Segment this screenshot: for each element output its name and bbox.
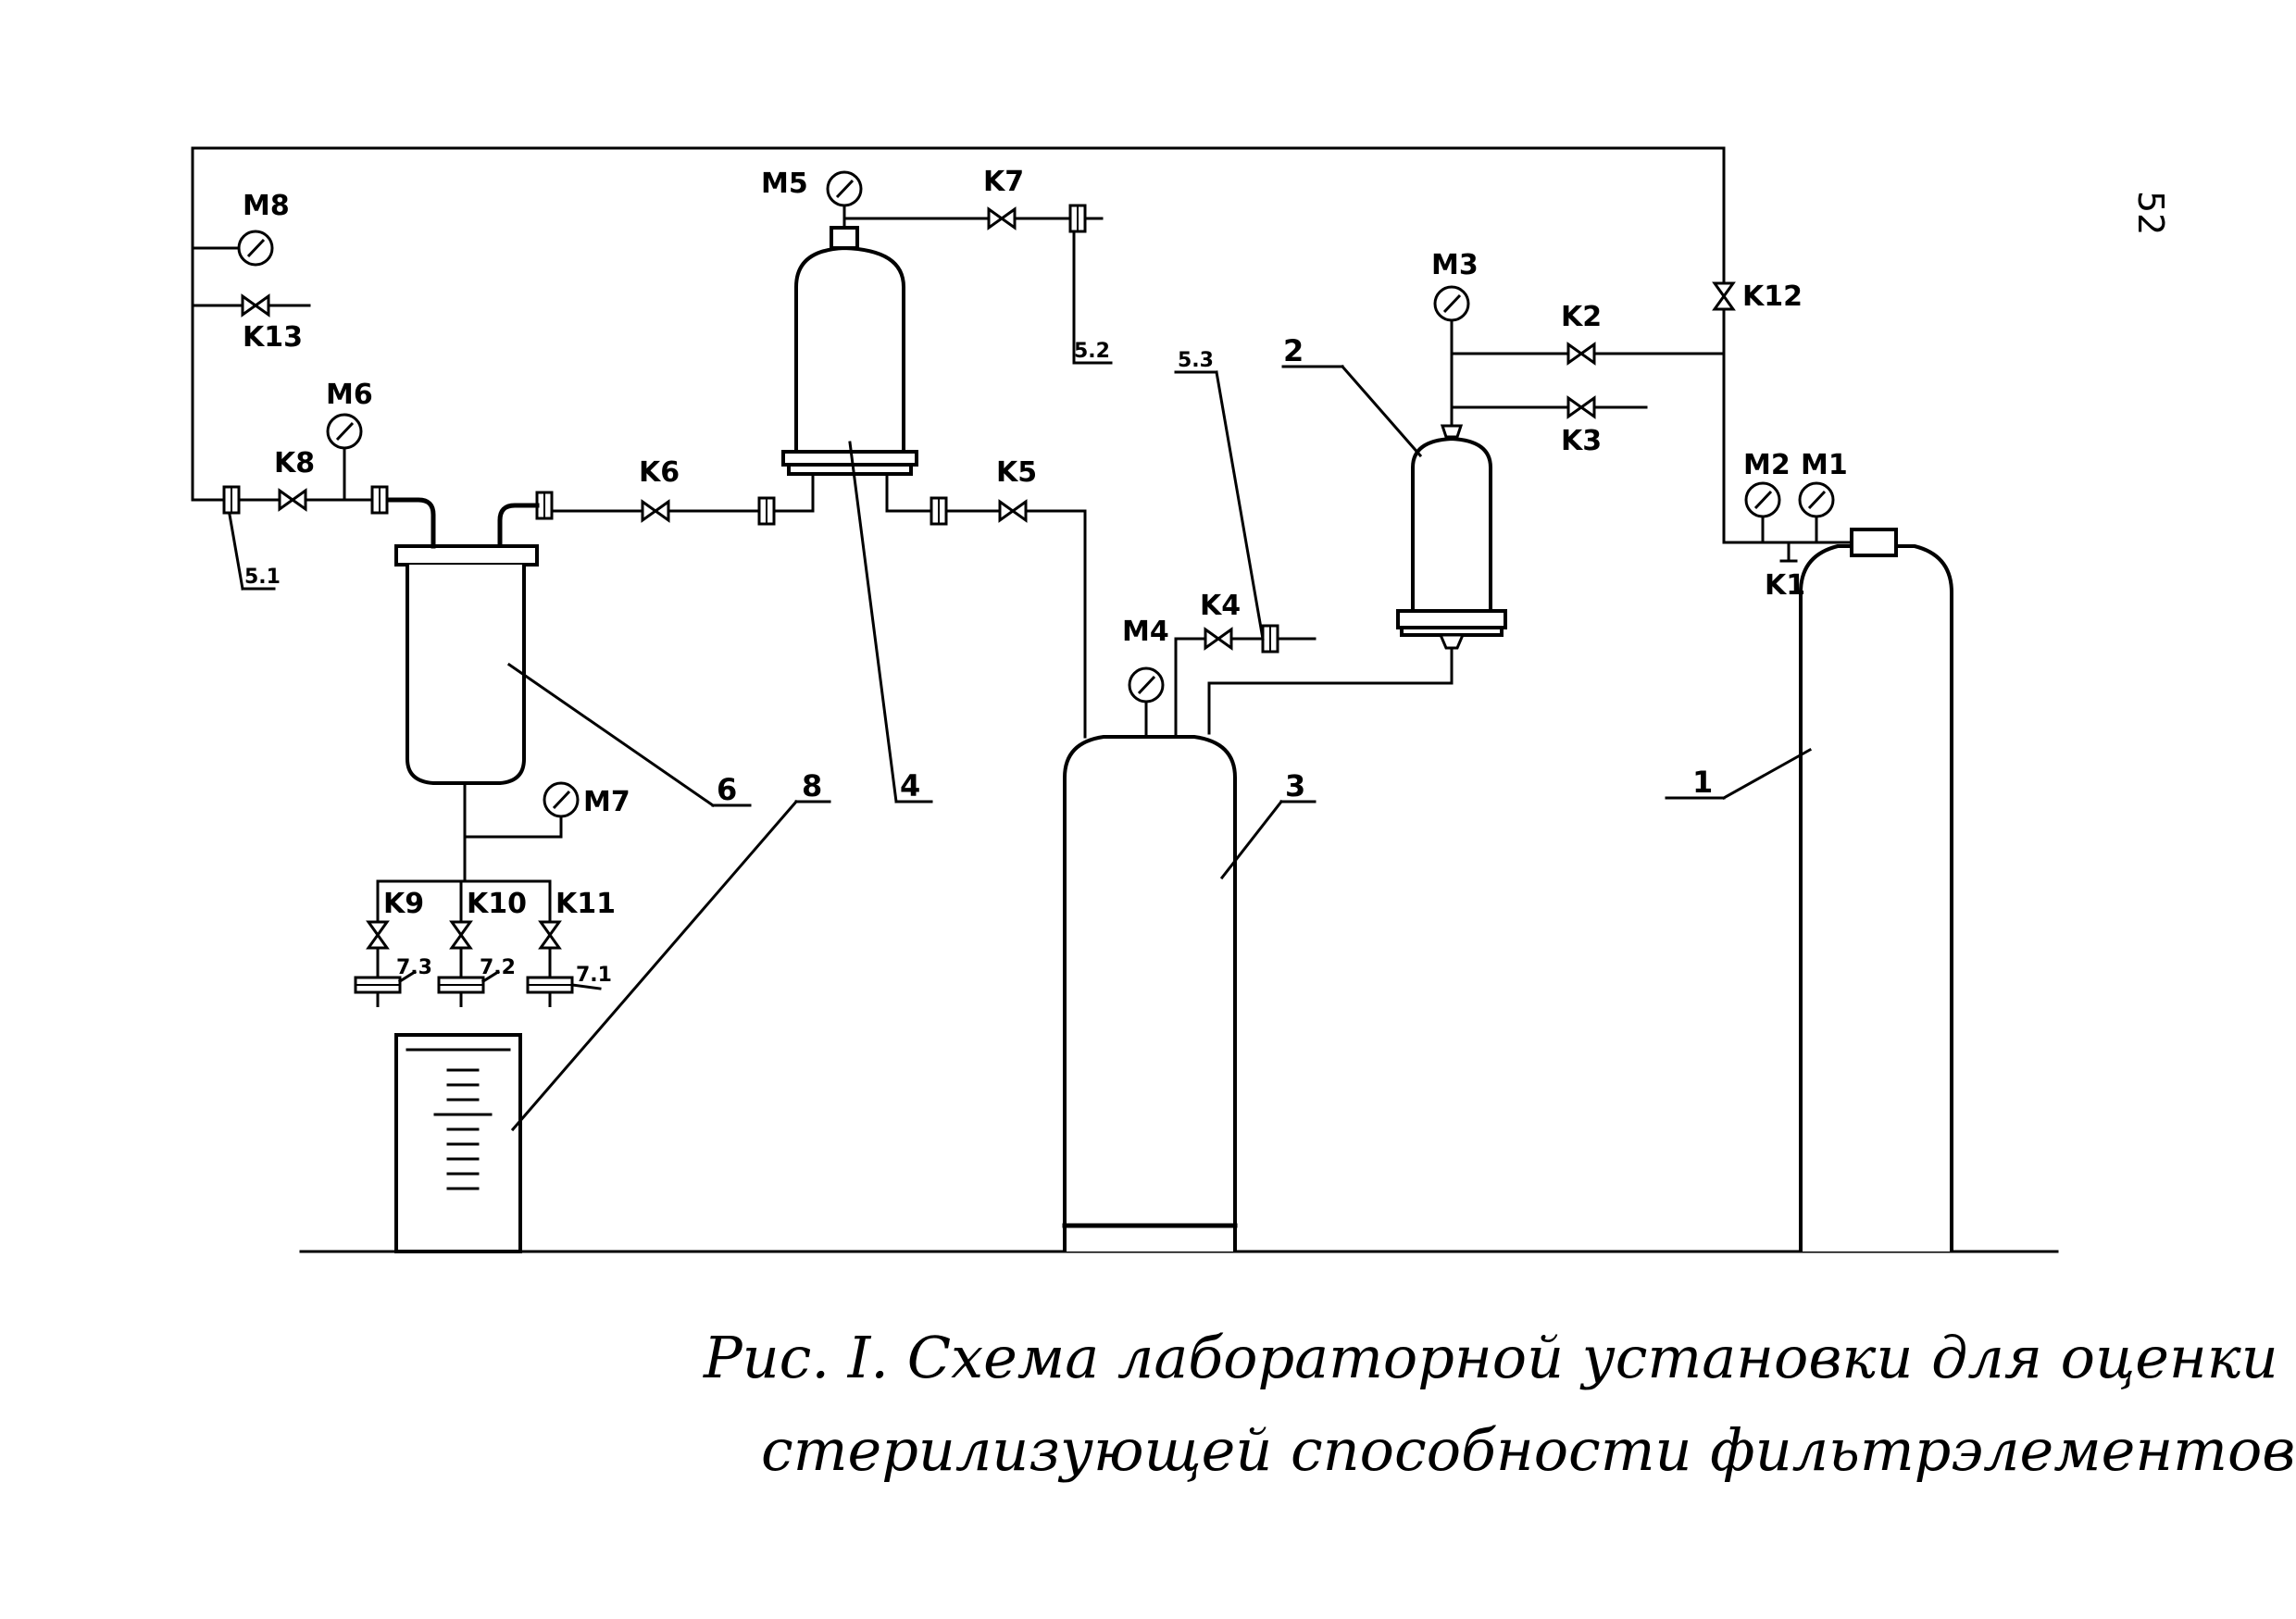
flange-filter4-left bbox=[757, 496, 776, 526]
callout-7-3: 7.3 bbox=[396, 956, 432, 979]
label-k5: K5 bbox=[996, 456, 1037, 489]
gauge-m3-icon bbox=[1433, 285, 1470, 322]
label-k2: K2 bbox=[1561, 301, 1602, 333]
callout-2: 2 bbox=[1283, 333, 1304, 368]
callout-line-6 bbox=[506, 662, 716, 808]
filter4-right-nozzle bbox=[885, 472, 933, 513]
gauge-m2-icon bbox=[1744, 481, 1781, 518]
valve-k5-icon[interactable] bbox=[998, 500, 1028, 522]
callout-5-2: 5.2 bbox=[1074, 340, 1110, 363]
callout-line-7-1 bbox=[570, 983, 602, 990]
valve-k12-icon[interactable] bbox=[1713, 281, 1735, 311]
callout-7-1: 7.1 bbox=[576, 964, 612, 987]
callout-line-4 bbox=[848, 441, 898, 803]
membrane-holder-7-1 bbox=[526, 976, 574, 1009]
label-k6: K6 bbox=[639, 456, 680, 489]
label-k7: K7 bbox=[983, 166, 1024, 198]
label-k9: K9 bbox=[383, 888, 424, 920]
label-k13: K13 bbox=[243, 321, 303, 354]
label-m5: M5 bbox=[761, 168, 808, 200]
callout-8: 8 bbox=[802, 768, 822, 803]
callout-line-5-1 bbox=[228, 513, 244, 591]
valve-k4-icon[interactable] bbox=[1204, 628, 1233, 650]
page-number: 52 bbox=[2130, 191, 2171, 235]
label-m4: M4 bbox=[1122, 616, 1169, 648]
k4-pipe bbox=[1174, 637, 1316, 739]
filter2-to-vessel3-pipe bbox=[1207, 646, 1454, 735]
vessel6-left-nozzle bbox=[384, 497, 436, 549]
callout-line-1 bbox=[1721, 747, 1813, 801]
label-m3: M3 bbox=[1431, 249, 1479, 281]
outlet-5-2-icon bbox=[1068, 204, 1087, 233]
callout-line-7-2 bbox=[480, 969, 501, 984]
membrane-holder-7-3 bbox=[354, 976, 402, 1009]
valve-k10-icon[interactable] bbox=[450, 920, 472, 950]
label-m7: M7 bbox=[583, 786, 630, 818]
label-k3: K3 bbox=[1561, 425, 1602, 457]
caption-line-2: стерилизующей способности фильтрэлементо… bbox=[761, 1416, 2295, 1484]
callout-5-3: 5.3 bbox=[1178, 349, 1214, 372]
callout-line-8 bbox=[510, 799, 799, 1132]
valve-k2-icon[interactable] bbox=[1566, 342, 1596, 365]
valve-k9-icon[interactable] bbox=[367, 920, 389, 950]
label-k11: K11 bbox=[555, 888, 616, 920]
callout-line-5-3 bbox=[1215, 370, 1265, 641]
gauge-m7-icon bbox=[543, 781, 580, 818]
flange-vessel6-left bbox=[370, 485, 389, 515]
label-m2: M2 bbox=[1743, 449, 1791, 481]
callout-3: 3 bbox=[1285, 768, 1305, 803]
valve-k3-icon[interactable] bbox=[1566, 396, 1596, 418]
label-k10: K10 bbox=[467, 888, 527, 920]
callout-line-2 bbox=[1340, 364, 1423, 458]
callout-7-2: 7.2 bbox=[480, 956, 516, 979]
outlet-5-3-icon bbox=[1261, 624, 1279, 654]
vessel-6 bbox=[394, 544, 539, 785]
vessel6-right-nozzle bbox=[497, 503, 540, 549]
gas-cylinder-1 bbox=[1799, 528, 1953, 1252]
caption-line-1: Рис. I. Схема лабораторной установки для… bbox=[703, 1324, 2278, 1391]
callout-line-3 bbox=[1219, 799, 1284, 880]
gauge-m6-icon bbox=[326, 413, 363, 450]
gauge-m1-icon bbox=[1798, 481, 1835, 518]
callout-4: 4 bbox=[900, 768, 920, 803]
gauge-m7-line bbox=[463, 815, 563, 839]
gauge-m4-icon bbox=[1128, 666, 1165, 704]
flange-k5-filter4 bbox=[930, 496, 948, 526]
valve-k11-icon[interactable] bbox=[539, 920, 561, 950]
gauge-m5-icon bbox=[826, 170, 863, 207]
gauge-m8-icon bbox=[237, 230, 274, 267]
filter4-left-nozzle bbox=[772, 472, 815, 513]
label-m6: M6 bbox=[326, 379, 373, 411]
label-k1: K1 bbox=[1765, 569, 1805, 602]
label-k8: K8 bbox=[274, 447, 315, 479]
filter-housing-2 bbox=[1396, 424, 1507, 650]
graduated-beaker-8 bbox=[394, 1033, 522, 1253]
valve-k13-icon[interactable] bbox=[241, 294, 270, 317]
vessel-3 bbox=[1062, 735, 1238, 1252]
valve-k7-icon[interactable] bbox=[987, 207, 1017, 230]
outlet-5-1-icon bbox=[222, 485, 241, 515]
callout-6: 6 bbox=[717, 772, 737, 807]
vessel3-to-filter4-pipe bbox=[944, 509, 1087, 739]
callout-1: 1 bbox=[1692, 765, 1713, 800]
label-m8: M8 bbox=[243, 190, 290, 222]
label-m1: M1 bbox=[1801, 449, 1848, 481]
valve-k6-icon[interactable] bbox=[641, 500, 670, 522]
filter-housing-4 bbox=[781, 226, 918, 476]
valve-k8-icon[interactable] bbox=[278, 489, 307, 511]
label-k4: K4 bbox=[1200, 590, 1241, 622]
callout-line-7-3 bbox=[397, 969, 418, 984]
label-k12: K12 bbox=[1742, 280, 1803, 313]
membrane-holder-7-2 bbox=[437, 976, 485, 1009]
callout-5-1: 5.1 bbox=[244, 566, 281, 589]
